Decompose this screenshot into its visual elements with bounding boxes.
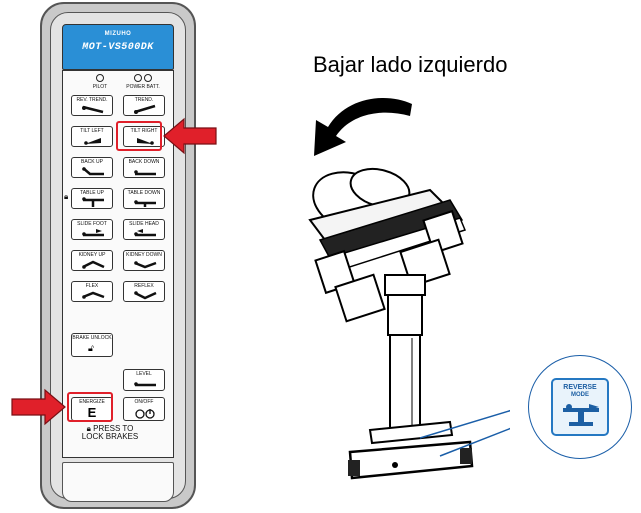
pilot-led-icon <box>96 74 104 82</box>
brand-logo: MIZUHO <box>104 31 132 37</box>
flex-icon <box>82 291 105 299</box>
kidney-up-button[interactable]: KIDNEY UP <box>71 250 113 271</box>
red-arrow-icon <box>11 388 66 426</box>
red-arrow-icon <box>163 117 217 155</box>
remote-control: MIZUHO MOT-VS500DK PILOT POWER BATT. REV… <box>40 2 196 509</box>
table-up-button[interactable]: TABLE UP <box>71 188 113 209</box>
flex-label: FLEX <box>85 283 99 289</box>
kidney-up-label: KIDNEY UP <box>78 252 106 258</box>
caption-text: Bajar lado izquierdo <box>313 52 508 77</box>
mode-label: MODE <box>571 392 589 398</box>
remote-header: MIZUHO MOT-VS500DK <box>62 24 174 70</box>
tilt-left-label: TILT LEFT <box>80 128 104 134</box>
brake-unlock-label: BRAKE UNLOCK <box>72 335 112 341</box>
slide-foot-button[interactable]: SLIDE FOOT <box>71 219 113 240</box>
reflex-label: REFLEX <box>134 283 154 289</box>
trend-icon <box>134 104 156 114</box>
slide-head-icon <box>134 229 156 237</box>
on-off-button[interactable]: ON/OFF <box>123 397 165 421</box>
flex-button[interactable]: FLEX <box>71 281 113 302</box>
slide-head-label: SLIDE HEAD <box>129 221 159 227</box>
tilt-left-icon <box>84 138 101 145</box>
rev-trend-icon <box>82 105 104 114</box>
level-label: LEVEL <box>136 371 152 377</box>
energize-label: ENERGIZE <box>79 399 105 405</box>
back-up-button[interactable]: BACK UP <box>71 157 113 178</box>
rotate-arrow-icon <box>314 97 412 156</box>
table-down-label: TABLE DOWN <box>127 190 161 196</box>
trend-label: TREND. <box>134 97 154 103</box>
power-led-icon <box>134 74 142 82</box>
lock-brakes-line: LOCK BRAKES <box>81 432 139 441</box>
reverse-mode-button: REVERSE MODE <box>551 378 609 436</box>
pilot-label: PILOT <box>92 84 108 90</box>
operating-table-illustration <box>308 167 510 480</box>
kidney-up-icon <box>82 260 105 269</box>
pilot-indicator: PILOT <box>85 74 115 90</box>
brake-unlock-icon: 🔓︎ <box>88 343 94 353</box>
tilt-left-button[interactable]: TILT LEFT <box>71 126 113 147</box>
back-up-icon <box>82 167 104 176</box>
table-down-icon <box>134 200 156 207</box>
table-up-label: TABLE UP <box>80 190 104 196</box>
kidney-down-button[interactable]: KIDNEY DOWN <box>123 250 165 271</box>
level-button[interactable]: LEVEL <box>123 369 165 391</box>
kidney-down-label: KIDNEY DOWN <box>126 252 162 258</box>
slide-foot-icon <box>82 229 104 237</box>
rev-trend-button[interactable]: REV. TREND. <box>71 95 113 116</box>
tilt-right-button[interactable]: TILT RIGHT <box>123 126 165 147</box>
level-icon <box>134 382 156 387</box>
batt-led-icon <box>144 74 152 82</box>
energize-icon: E <box>87 405 97 420</box>
reflex-icon <box>134 291 157 300</box>
table-down-button[interactable]: TABLE DOWN <box>123 188 165 209</box>
kidney-down-icon <box>134 261 157 269</box>
back-down-icon <box>134 170 156 176</box>
tilt-right-icon <box>137 138 154 145</box>
remote-bottom-panel <box>62 462 174 502</box>
reverse-label: REVERSE <box>563 384 597 391</box>
lock-brakes-icon: 🔒︎ <box>86 424 91 433</box>
slide-head-button[interactable]: SLIDE HEAD <box>123 219 165 240</box>
back-up-label: BACK UP <box>81 159 103 165</box>
reverse-table-icon <box>563 404 599 426</box>
lock-icon: 🔒︎ <box>64 192 69 201</box>
reflex-button[interactable]: REFLEX <box>123 281 165 302</box>
press-to-line: PRESS TO <box>93 424 134 433</box>
slide-foot-label: SLIDE FOOT <box>77 221 107 227</box>
on-off-label: ON/OFF <box>134 399 154 405</box>
on-off-icon <box>135 409 155 419</box>
energize-highlight <box>67 392 113 422</box>
trend-button[interactable]: TREND. <box>123 95 165 116</box>
model-name: MOT-VS500DK <box>82 42 154 53</box>
press-to-lock-text: 🔒︎ PRESS TO LOCK BRAKES <box>54 425 166 441</box>
button-panel: PILOT POWER BATT. REV. TREND. TREND. TIL… <box>62 70 174 458</box>
tilt-right-label: TILT RIGHT <box>130 128 158 134</box>
power-batt-label: POWER BATT. <box>126 84 160 90</box>
power-batt-indicator: POWER BATT. <box>123 74 163 90</box>
reverse-mode-callout: REVERSE MODE <box>528 355 632 459</box>
brake-unlock-button[interactable]: BRAKE UNLOCK 🔓︎ <box>71 333 113 357</box>
table-up-icon <box>82 197 104 207</box>
back-down-label: BACK DOWN <box>128 159 160 165</box>
back-down-button[interactable]: BACK DOWN <box>123 157 165 178</box>
rev-trend-label: REV. TREND. <box>76 97 108 103</box>
tilt-right-highlight <box>116 121 162 151</box>
